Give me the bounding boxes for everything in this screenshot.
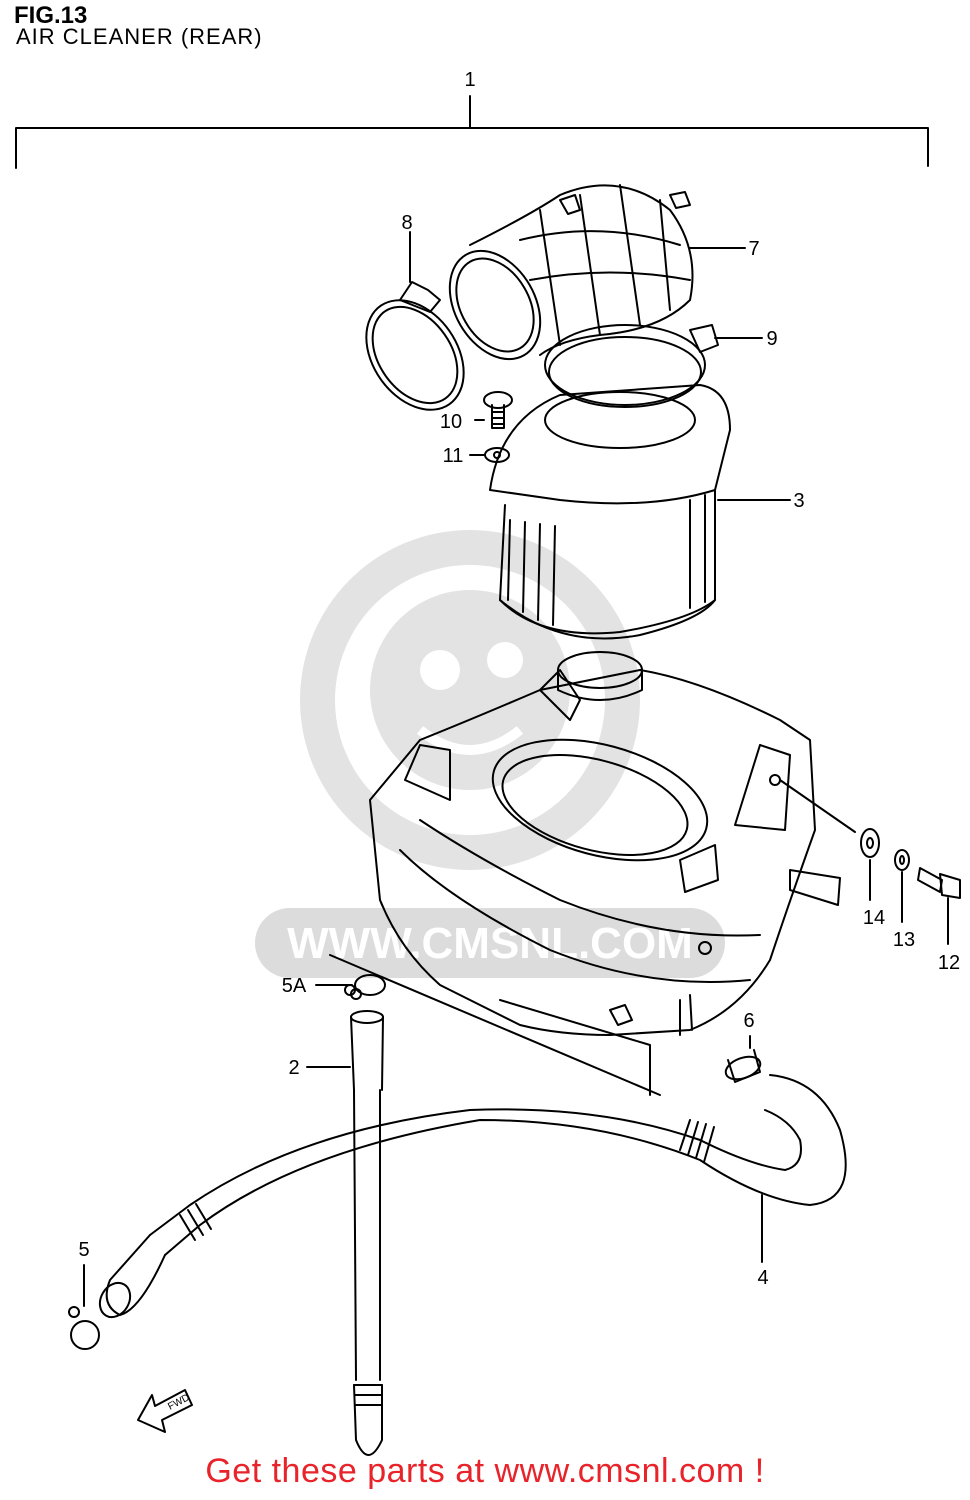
callout-3: 3: [793, 490, 804, 512]
part-6-clamp: [724, 1035, 762, 1083]
callout-8: 8: [401, 212, 412, 234]
part-14-washer: [860, 828, 880, 901]
assembly-bracket: [15, 95, 929, 169]
callout-13: 13: [893, 929, 915, 951]
fwd-direction-arrow[interactable]: [137, 1389, 193, 1433]
callout-1: 1: [464, 69, 475, 91]
part-10-screw: [474, 391, 513, 429]
footer-link-text[interactable]: Get these parts at www.cmsnl.com !: [205, 1452, 765, 1490]
figure-number: FIG.13: [14, 2, 88, 29]
figure-title: AIR CLEANER (REAR): [16, 24, 263, 49]
part-2-drain-tube: [306, 1010, 384, 1456]
callout-2: 2: [288, 1057, 299, 1079]
callout-5a: 5A: [282, 975, 307, 997]
part-9-clamp: [544, 324, 763, 408]
air-cleaner-case: [369, 651, 856, 1036]
part-12-bolt: [917, 867, 961, 945]
callout-11: 11: [443, 445, 464, 467]
callout-6: 6: [743, 1010, 754, 1032]
part-3-air-filter: [489, 384, 791, 640]
callout-7: 7: [748, 238, 759, 260]
callout-9: 9: [766, 328, 777, 350]
callout-14: 14: [863, 907, 885, 929]
leader-lines: [329, 954, 661, 1096]
part-11-washer: [469, 447, 510, 463]
part-13-washer: [894, 849, 910, 923]
part-8-clamp: [365, 231, 465, 411]
part-4-hose: [98, 1074, 847, 1319]
callout-4: 4: [757, 1267, 768, 1289]
part-5a-clip: [315, 974, 386, 1000]
watermark-logo: WWW.CMSNL.COM: [255, 530, 725, 978]
watermark-banner: [255, 908, 725, 978]
watermark-text: WWW.CMSNL.COM: [287, 919, 693, 968]
part-5-clip: [68, 1264, 100, 1350]
callout-12: 12: [938, 952, 960, 974]
callout-10: 10: [440, 411, 462, 433]
callout-5: 5: [78, 1239, 89, 1261]
part-7-intake-boot: [448, 184, 746, 361]
